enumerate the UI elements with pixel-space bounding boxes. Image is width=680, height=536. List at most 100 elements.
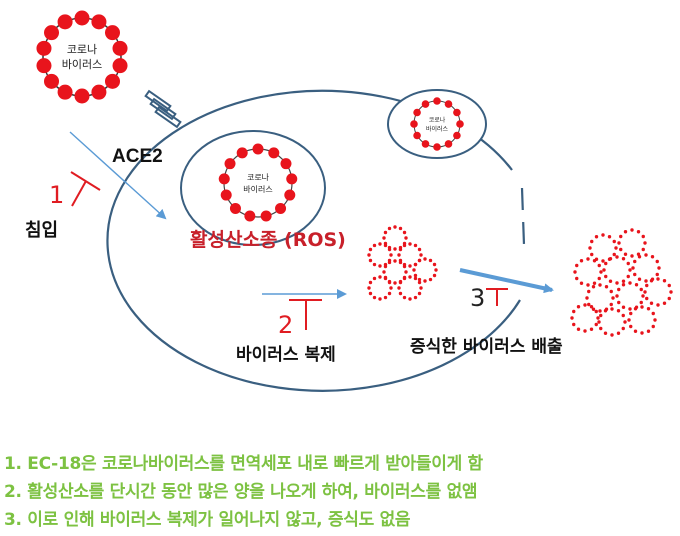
mini-virus-dot xyxy=(610,333,614,337)
mini-virus-dot xyxy=(637,277,642,281)
mini-virus-dot xyxy=(368,247,373,252)
mini-virus-dot xyxy=(617,287,621,292)
mini-virus-dot xyxy=(662,301,667,305)
mini-virus-dot xyxy=(592,281,597,285)
mini-virus-dot xyxy=(598,283,602,287)
mini-virus-dot xyxy=(623,320,627,324)
mini-virus-dot xyxy=(387,280,392,285)
mini-virus-dot xyxy=(402,276,407,281)
mini-virus-dot xyxy=(378,264,382,268)
mini-virus-dot xyxy=(413,262,418,267)
notes-list: 1. EC-18은 코로나바이러스를 면역세포 내로 빠르게 받아들이게 함 2… xyxy=(4,450,680,534)
spike-dot xyxy=(104,73,120,89)
mini-virus-dot xyxy=(594,309,598,314)
mini-virus-dot xyxy=(417,291,422,296)
spike-dot xyxy=(252,143,264,155)
spike-dot xyxy=(453,131,461,140)
virus-spike-dots xyxy=(36,10,128,104)
released-virus-cluster xyxy=(570,228,673,337)
mini-virus-dot xyxy=(590,239,594,244)
mini-virus-dot xyxy=(623,252,628,256)
mini-virus-dot xyxy=(640,305,644,309)
mini-virus-dot xyxy=(597,320,601,324)
cell-membrane-dash xyxy=(520,187,526,246)
mini-virus-dot xyxy=(628,307,632,311)
mini-virus-dot xyxy=(643,290,647,294)
mini-virus-dot xyxy=(585,296,589,300)
mini-virus-dot xyxy=(398,280,403,285)
mini-virus-dot xyxy=(621,326,625,331)
spike-dot xyxy=(444,100,453,108)
spike-dot xyxy=(112,40,128,56)
spike-dot xyxy=(244,210,256,222)
mini-virus-dot xyxy=(650,255,655,259)
mini-virus-dot xyxy=(656,303,660,307)
spike-dot xyxy=(229,202,241,214)
spike-dot xyxy=(260,210,272,222)
mini-virus-dot xyxy=(413,243,418,248)
mini-virus-dot xyxy=(629,324,633,329)
step-number: 2 xyxy=(278,311,293,339)
spike-dot xyxy=(112,58,128,74)
mini-virus-dot xyxy=(398,291,403,296)
mini-virus-dot xyxy=(619,234,623,239)
mini-virus-dot xyxy=(393,259,397,263)
mini-virus-dot xyxy=(612,239,616,244)
spike-dot xyxy=(36,58,52,74)
virus-label-bottom: 바이러스 xyxy=(62,58,102,71)
mini-virus-dot xyxy=(617,300,621,305)
virus-label-bottom: 바이러스 xyxy=(426,125,449,133)
virus-spike-dots xyxy=(410,97,464,151)
mini-virus-dot xyxy=(621,283,626,287)
mini-virus-dot xyxy=(434,268,438,272)
mini-virus-dot xyxy=(604,274,608,279)
mini-virus-dot xyxy=(378,242,382,246)
mini-virus-dot xyxy=(383,264,388,269)
mini-virus-dot xyxy=(398,247,403,252)
mini-virus-dot xyxy=(604,285,609,289)
mini-virus-dot xyxy=(656,277,660,281)
mini-virus-dot xyxy=(589,327,594,331)
mini-virus-dot xyxy=(603,331,608,335)
mini-virus-dot xyxy=(583,303,587,307)
mini-virus-dot xyxy=(603,309,608,313)
mini-virus-dot xyxy=(588,246,592,250)
virus-label-top: 코로나 xyxy=(67,43,97,56)
mini-virus-dot xyxy=(372,295,377,300)
spike-dot xyxy=(284,189,296,201)
spike-dot xyxy=(74,88,90,104)
mini-virus-dot xyxy=(626,261,630,266)
mini-virus-dot xyxy=(590,252,594,257)
mini-virus-dot xyxy=(393,247,397,251)
mini-virus-dot xyxy=(633,272,637,277)
mini-virus-dot xyxy=(609,302,613,307)
spike-dot xyxy=(456,120,464,128)
mini-virus-dot xyxy=(616,309,621,313)
ros-label: 활성산소종 (ROS) xyxy=(190,229,346,251)
mini-virus-dot xyxy=(573,270,577,274)
virus-label-top: 코로나 xyxy=(429,116,446,124)
mini-virus-dot xyxy=(609,289,613,294)
mini-virus-dot xyxy=(575,263,579,268)
spike-dot xyxy=(57,14,73,30)
entry-arrow xyxy=(69,131,167,220)
mini-virus-dot xyxy=(608,257,613,261)
mini-virus-dot xyxy=(601,233,605,237)
mini-virus-dot xyxy=(640,331,644,335)
note-1: 1. EC-18은 코로나바이러스를 면역세포 내로 빠르게 받아들이게 함 xyxy=(4,454,483,474)
mini-virus-dot xyxy=(408,275,412,279)
mini-virus-dot xyxy=(586,283,590,287)
release-arrow xyxy=(459,268,554,294)
mini-virus-dot xyxy=(413,273,418,278)
mini-virus-dot xyxy=(419,253,423,257)
spike-dot xyxy=(57,84,73,100)
mini-virus-dot xyxy=(649,301,654,305)
mini-virus-dot xyxy=(594,235,599,239)
mini-virus-dot xyxy=(387,260,392,265)
spike-dot xyxy=(433,97,441,105)
virus-label-top: 코로나 xyxy=(247,173,270,182)
mini-virus-dot xyxy=(367,286,371,290)
mini-virus-dot xyxy=(627,318,631,322)
mini-virus-dot xyxy=(615,255,619,259)
mini-virus-dot xyxy=(428,258,433,263)
